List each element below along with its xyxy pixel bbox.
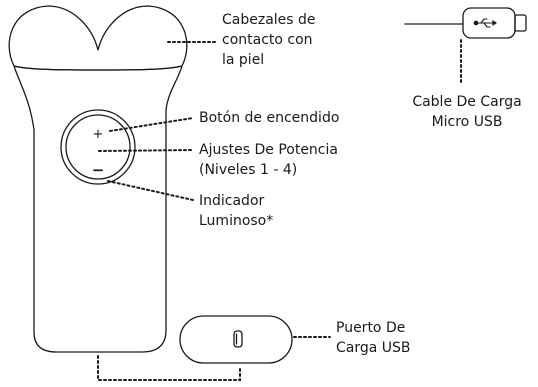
label-contact-heads: Cabezales de contacto con la piel: [222, 12, 316, 68]
label-charging-port: Puerto De Carga USB: [336, 320, 411, 356]
power-button-leader: [109, 117, 194, 132]
label-indicator: Indicador Luminoso*: [199, 193, 274, 229]
device-body: [13, 65, 183, 353]
label-cable: Cable De Carga Micro USB: [412, 94, 522, 130]
usb-icon: [473, 18, 497, 28]
power-button-inner-ring: [65, 114, 131, 180]
label-power-button: Botón de encendido: [199, 110, 340, 126]
charging-port: [179, 315, 293, 364]
cable-tip: [514, 14, 527, 32]
minus-symbol: −: [92, 161, 105, 179]
power-settings-leader: [98, 149, 194, 152]
label-power-settings: Ajustes De Potencia (Niveles 1 - 4): [199, 142, 338, 178]
indicator-leader: [107, 180, 194, 201]
port-connection-leader: [97, 355, 241, 381]
contact-heads: [8, 5, 188, 71]
micro-usb-port-icon: [233, 330, 243, 348]
plus-symbol: +: [93, 127, 104, 142]
power-button-outer-ring[interactable]: [60, 109, 136, 185]
